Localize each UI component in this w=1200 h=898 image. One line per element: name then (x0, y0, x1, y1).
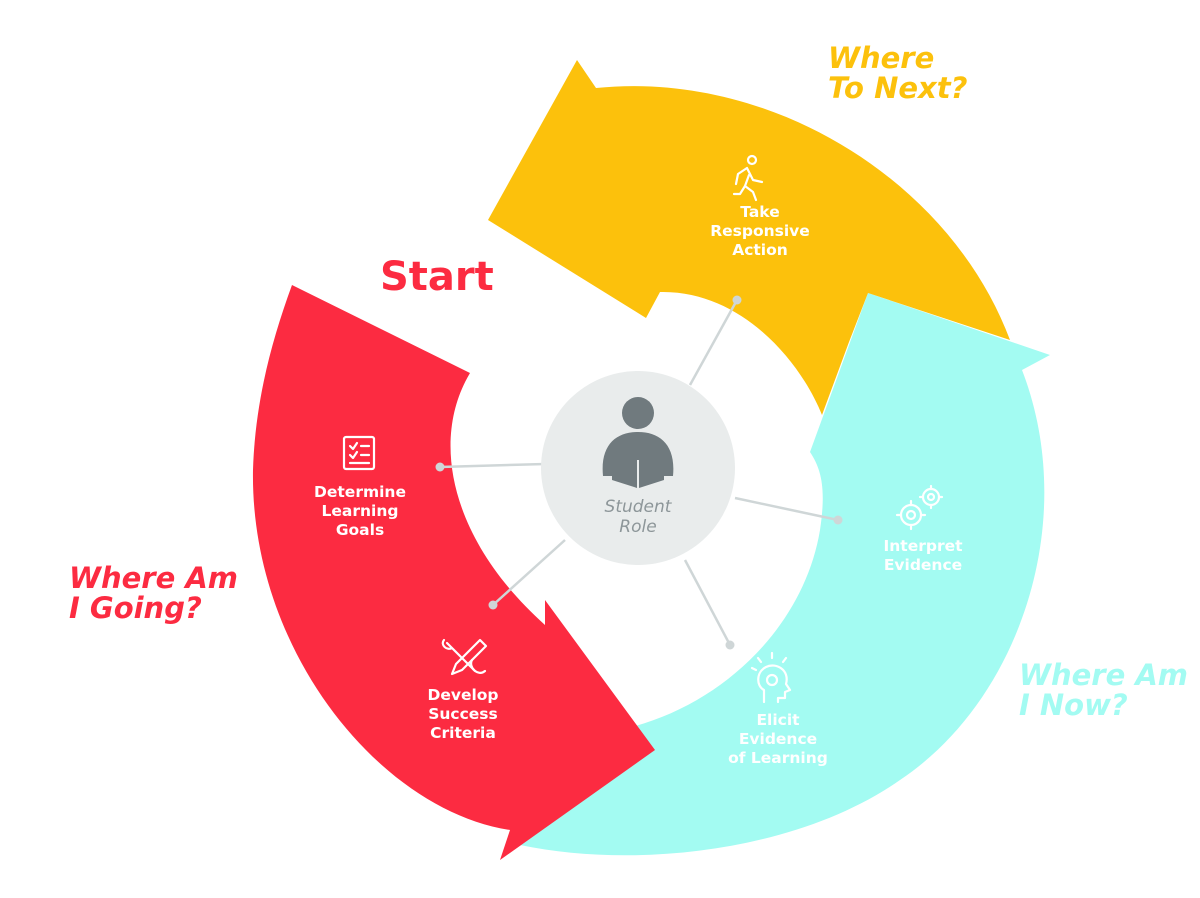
step-label-elicit-evidence: Elicit Evidence of Learning (728, 711, 828, 767)
student-reading-icon (602, 397, 674, 488)
connector-dot-develop-criteria (488, 600, 498, 610)
phase-label-where-to-next: Where To Next? (828, 41, 968, 105)
where-am-i-going-arrow (252, 285, 655, 860)
connector-dot-determine-goals (435, 462, 445, 472)
gears-icon (895, 484, 944, 531)
connector-dot-elicit-evidence (725, 640, 735, 650)
step-label-develop-criteria: Develop Success Criteria (427, 686, 499, 742)
where-am-i-now-arrow (520, 293, 1050, 856)
step-label-interpret-evidence: Interpret Evidence (883, 537, 963, 574)
connector-dot-interpret-evidence (833, 515, 843, 525)
center-label-student-role: Student Role (604, 497, 672, 537)
phase-label-where-am-i-going: Where Am I Going? (69, 561, 239, 625)
lightbulb-head-icon (750, 651, 792, 704)
center-hub (541, 371, 735, 565)
step-label-determine-goals: Determine Learning Goals (314, 483, 406, 539)
tools-icon (441, 638, 488, 676)
connector-develop-criteria (492, 539, 566, 606)
step-label-take-action: Take Responsive Action (710, 203, 810, 259)
checklist-icon (342, 435, 376, 471)
start-label: Start (380, 254, 494, 300)
connector-take-action (688, 299, 739, 386)
connector-interpret-evidence (734, 496, 839, 522)
connector-determine-goals (439, 462, 546, 469)
running-person-icon (732, 154, 764, 202)
where-to-next-arrow (488, 60, 1010, 415)
connector-lines (435, 295, 843, 650)
phase-label-where-am-i-now: Where Am I Now? (1019, 658, 1189, 722)
connector-dot-take-action (732, 295, 742, 305)
connector-elicit-evidence (683, 559, 732, 646)
